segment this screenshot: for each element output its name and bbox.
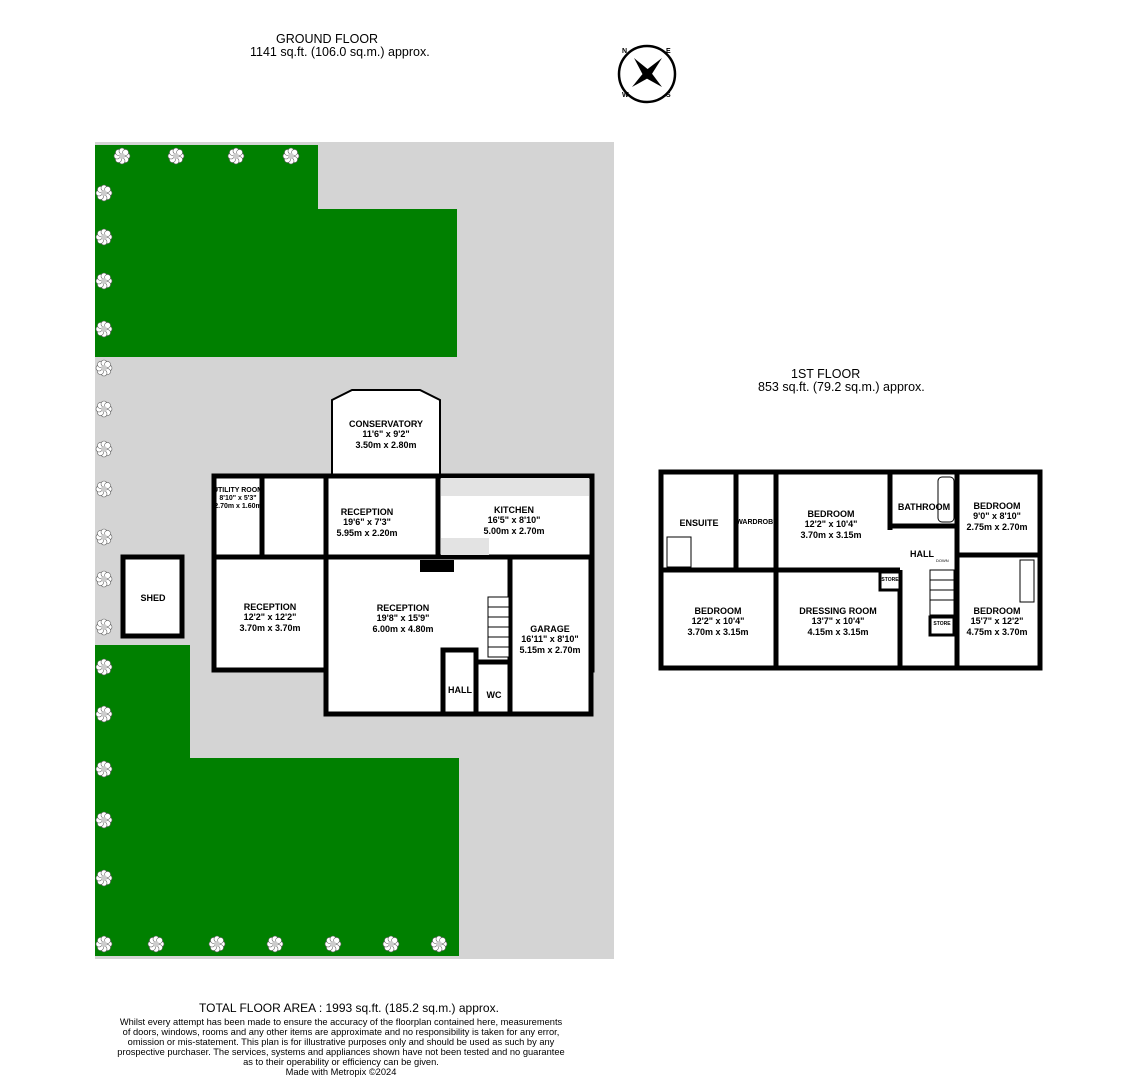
tree-icon <box>282 147 300 165</box>
room-store-1: STORE <box>881 577 899 583</box>
ground-floor-walls <box>211 389 595 717</box>
fireplace <box>420 560 454 572</box>
tree-icon <box>95 760 113 778</box>
first-floor-area: 853 sq.ft. (79.2 sq.m.) approx. <box>758 380 925 394</box>
tree-icon <box>113 147 131 165</box>
compass-e: E <box>666 48 671 55</box>
garage-room <box>507 554 594 717</box>
credit: Made with Metropix ©2024 <box>285 1067 397 1077</box>
room-shed: SHED <box>140 593 166 603</box>
tree-icon <box>95 570 113 588</box>
tree-icon <box>167 147 185 165</box>
room-hall: HALL <box>448 685 472 695</box>
tree-icon <box>324 935 342 953</box>
tree-icon <box>95 528 113 546</box>
tree-icon <box>95 359 113 377</box>
tree-icon <box>95 935 113 953</box>
tree-icon <box>95 869 113 887</box>
tree-icon <box>147 935 165 953</box>
stair-down-label: DOWN <box>936 558 949 563</box>
tree-icon <box>95 184 113 202</box>
tree-icon <box>382 935 400 953</box>
tree-icon <box>95 618 113 636</box>
first-floor-title: 1ST FLOOR <box>791 367 861 381</box>
disclaimer-line: of doors, windows, rooms and any other i… <box>122 1027 560 1037</box>
trees <box>95 147 448 953</box>
disclaimer: Whilst every attempt has been made to en… <box>110 1017 572 1077</box>
compass-w: W <box>622 92 629 99</box>
shed <box>120 554 185 639</box>
tree-icon <box>95 705 113 723</box>
tree-icon <box>95 440 113 458</box>
first-floor-walls <box>658 469 1043 671</box>
tree-icon <box>227 147 245 165</box>
store-cupboard <box>928 615 956 637</box>
bath <box>666 476 1035 603</box>
ground-floor-title: GROUND FLOOR <box>276 32 379 46</box>
tree-icon <box>95 811 113 829</box>
kitchen-counter <box>441 538 489 555</box>
disclaimer-line: Whilst every attempt has been made to en… <box>119 1017 563 1027</box>
tree-icon <box>95 480 113 498</box>
staircase <box>487 596 510 658</box>
staircase <box>929 569 955 616</box>
compass-n: N <box>622 48 628 55</box>
tree-icon <box>95 320 113 338</box>
disclaimer-line: omission or mis-statement. This plan is … <box>127 1037 555 1047</box>
store-cupboard <box>878 570 902 592</box>
tree-icon <box>266 935 284 953</box>
wc-room <box>473 659 513 717</box>
tree-icon <box>95 658 113 676</box>
room-store-2: STORE <box>933 621 951 627</box>
room-ensuite: ENSUITE <box>679 518 719 528</box>
tree-icon <box>430 935 448 953</box>
lawn-top <box>95 145 457 357</box>
tree-icon <box>95 400 113 418</box>
ground-floor-area: 1141 sq.ft. (106.0 sq.m.) approx. <box>250 45 430 59</box>
room-wc: WC <box>486 690 502 700</box>
stair-up-label: UP <box>468 646 474 651</box>
room-wardrobe: WARDROBE <box>736 519 778 526</box>
compass <box>617 44 677 104</box>
kitchen-counter <box>441 478 589 496</box>
compass-s: S <box>666 92 671 99</box>
room-bathroom: BATHROOM <box>897 502 951 512</box>
disclaimer-line: prospective purchaser. The services, sys… <box>117 1047 565 1057</box>
disclaimer-line: as to their operability or efficiency ca… <box>243 1057 439 1067</box>
total-floor-area: TOTAL FLOOR AREA : 1993 sq.ft. (185.2 sq… <box>199 1001 499 1015</box>
lawn-bottom <box>95 645 459 956</box>
room-hall-first: HALL <box>910 549 934 559</box>
tree-icon <box>95 272 113 290</box>
tree-icon <box>208 935 226 953</box>
hall-room <box>440 647 479 717</box>
tree-icon <box>95 228 113 246</box>
